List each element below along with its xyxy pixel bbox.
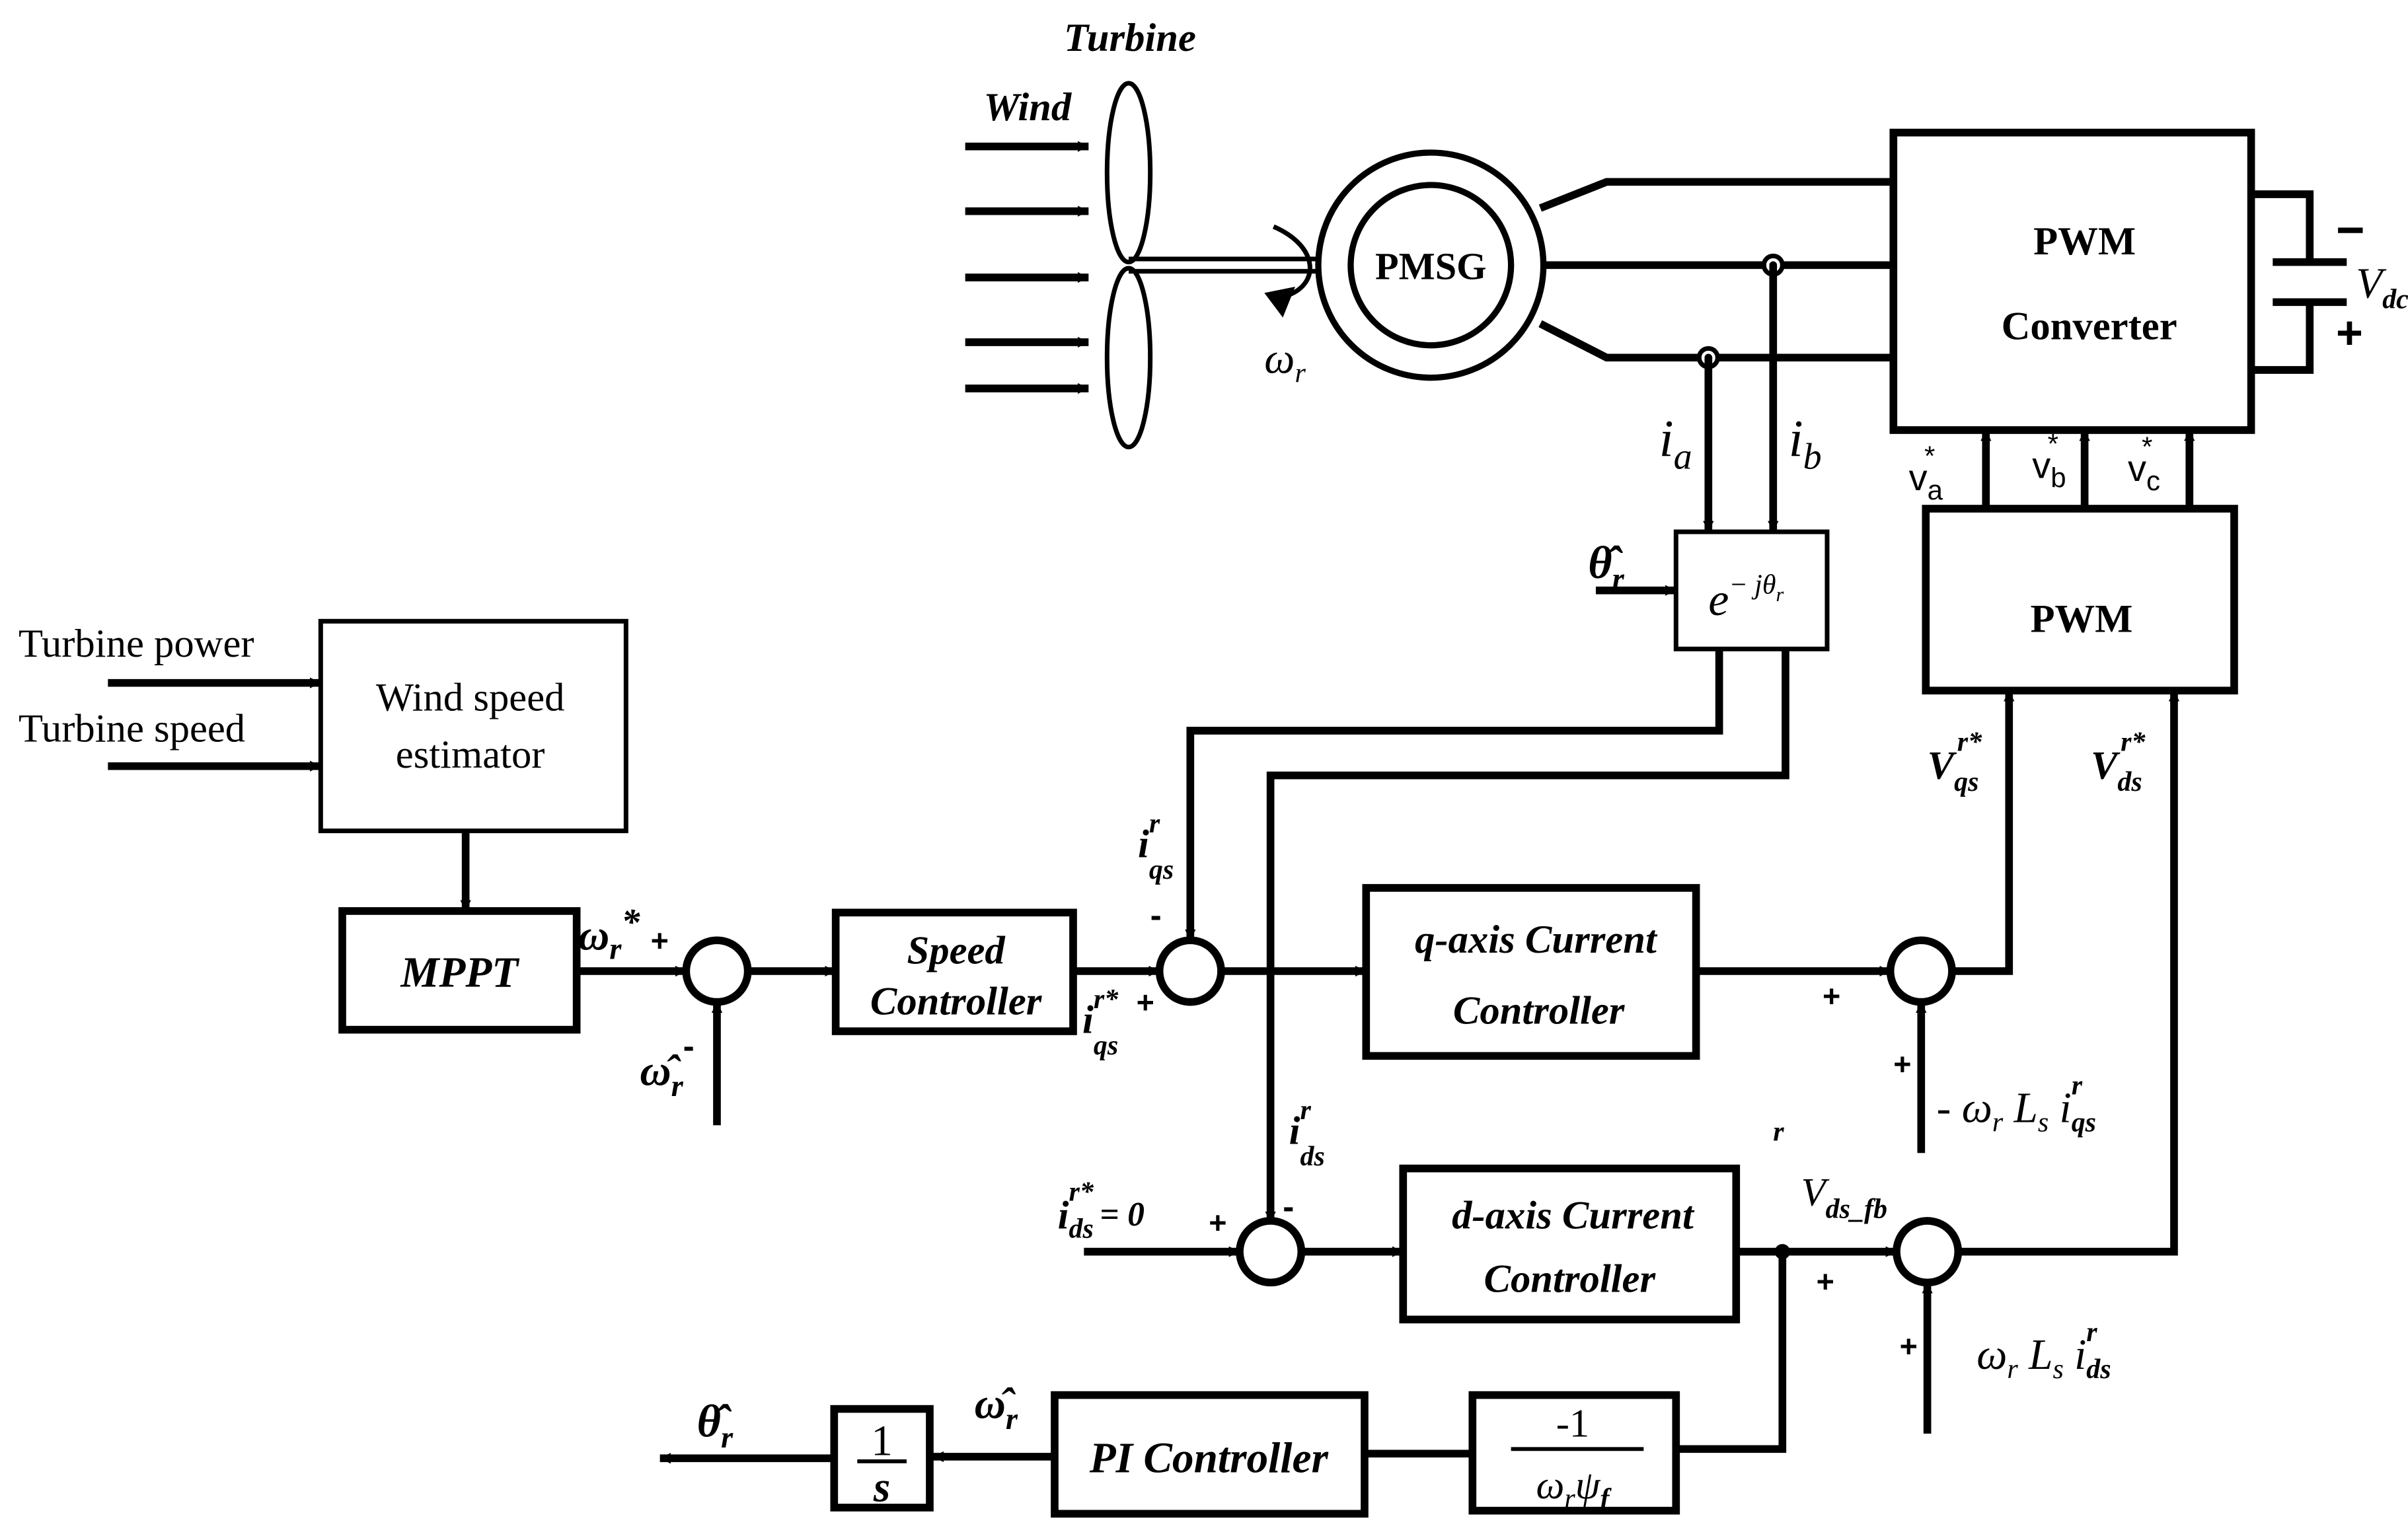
d-axis-current-controller-block: d-axis Current Controller (1399, 1164, 1741, 1324)
ids-feedback-wire (1265, 649, 1789, 1223)
omega-hat-label: ω̂r (975, 1381, 1018, 1436)
iqs-error-summer (1155, 936, 1225, 1006)
speed-controller-label-1: Speed (907, 928, 1006, 972)
pmsg-generator: PMSG (1315, 149, 1547, 381)
integrator-numerator: 1 (871, 1418, 893, 1465)
pi-controller-label: PI Controller (1089, 1434, 1329, 1482)
ia-label: ia (1659, 410, 1692, 478)
mppt-label: MPPT (400, 949, 520, 996)
vdc-label: Vdc (2356, 260, 2408, 314)
d-sum-plus-2: + (1900, 1329, 1918, 1363)
q-feedforward-label: - ωr Ls iqsr (1937, 1071, 2096, 1138)
pmsg-label: PMSG (1375, 244, 1487, 287)
iqs-feedback-label: iqsr (1138, 809, 1174, 885)
turbine-speed-label: Turbine speed (19, 706, 245, 751)
three-phase-lines (1538, 178, 1894, 362)
ib-label: ib (1789, 410, 1822, 478)
wind-label: Wind (984, 85, 1072, 129)
integrator-block: 1 s (830, 1405, 934, 1512)
vc-ref-label: vc* (2128, 431, 2160, 496)
vqs-summer (1886, 936, 1956, 1006)
vds-summer (1893, 1217, 1963, 1287)
pwm-block: PWM (1922, 505, 2238, 695)
pwm-converter-label-1: PWM (2033, 219, 2136, 264)
d-controller-label-1: d-axis Current (1452, 1194, 1695, 1238)
wse-label-1: Wind speed (376, 676, 565, 720)
speed-sum-minus: - (683, 1027, 695, 1065)
pwm-converter-label-2: Converter (2002, 304, 2177, 348)
iqs-ref-label: iqsr* (1082, 984, 1119, 1061)
rotation-arrow-icon (1264, 224, 1312, 318)
ids-error-summer (1236, 1217, 1306, 1287)
ids-feedback-label: idsr (1289, 1095, 1325, 1172)
iqs-sum-plus: + (1137, 985, 1154, 1019)
wind-speed-estimator-block: Wind speed estimator (318, 618, 628, 834)
mppt-block: MPPT (338, 907, 581, 1034)
pwm-label: PWM (2030, 597, 2132, 641)
transform-label: e− jθr (1708, 569, 1784, 626)
pwm-converter-block: PWM Converter (1889, 128, 2255, 434)
q-controller-label-1: q-axis Current (1415, 918, 1658, 962)
vds-ref-wire (1958, 690, 2180, 1256)
wse-label-2: estimator (396, 733, 545, 777)
vdc-plus: + (2336, 307, 2363, 358)
speed-error-summer (682, 936, 752, 1006)
ids-ref-label: idsr*= 0 (1058, 1177, 1145, 1245)
d-sum-plus-1: + (1817, 1264, 1834, 1298)
omega-hat-feedback-label: ω̂r (640, 1048, 683, 1103)
speed-controller-block: Speed Controller (831, 908, 1077, 1035)
vdc-minus: − (2336, 201, 2365, 257)
omega-r-label: ωr (1264, 336, 1306, 389)
iqs-sum-minus: - (1150, 896, 1162, 934)
omega-ref-label: ωr* (578, 902, 640, 966)
q-axis-current-controller-block: q-axis Current Controller (1362, 884, 1700, 1060)
q-sum-plus-1: + (1823, 979, 1840, 1013)
iqs-feedback-wire (1185, 649, 1723, 941)
turbine-label: Turbine (1064, 16, 1196, 60)
vds-fb-label: Vds_fbr (1773, 1117, 1887, 1225)
vds-ref-label: Vdsr* (2091, 727, 2146, 797)
d-controller-label-2: Controller (1484, 1257, 1657, 1301)
theta-hat-input-label: θ̂r (1588, 538, 1624, 596)
vb-ref-label: vb* (2032, 428, 2066, 493)
vqs-ref-label: Vqsr* (1928, 727, 1982, 797)
q-sum-plus-2: + (1893, 1046, 1911, 1081)
va-ref-label: va* (1909, 441, 1943, 505)
vqs-ref-wire (1951, 690, 2015, 975)
speed-controller-label-2: Controller (870, 979, 1043, 1023)
integrator-denominator: s (873, 1464, 890, 1512)
turbine-power-label: Turbine power (19, 622, 254, 666)
q-controller-label-2: Controller (1453, 988, 1626, 1033)
ids-sum-minus: - (1283, 1187, 1294, 1225)
vds-fb-wire (1676, 1251, 1787, 1453)
dc-link (2251, 190, 2347, 374)
d-feedforward-label: ωr Ls idsr (1976, 1317, 2111, 1385)
pi-controller-block: PI Controller (1051, 1391, 1369, 1518)
gain-block: -1 ωrψf (1468, 1391, 1680, 1515)
speed-sum-plus: + (651, 924, 669, 958)
park-transform-block: e− jθr (1673, 529, 1830, 651)
gain-denominator: ωrψf (1536, 1463, 1612, 1514)
gain-numerator: -1 (1556, 1402, 1590, 1446)
ids-sum-plus: + (1209, 1206, 1226, 1240)
theta-hat-output-label: θ̂r (697, 1397, 734, 1455)
wind-arrows (965, 141, 1089, 394)
